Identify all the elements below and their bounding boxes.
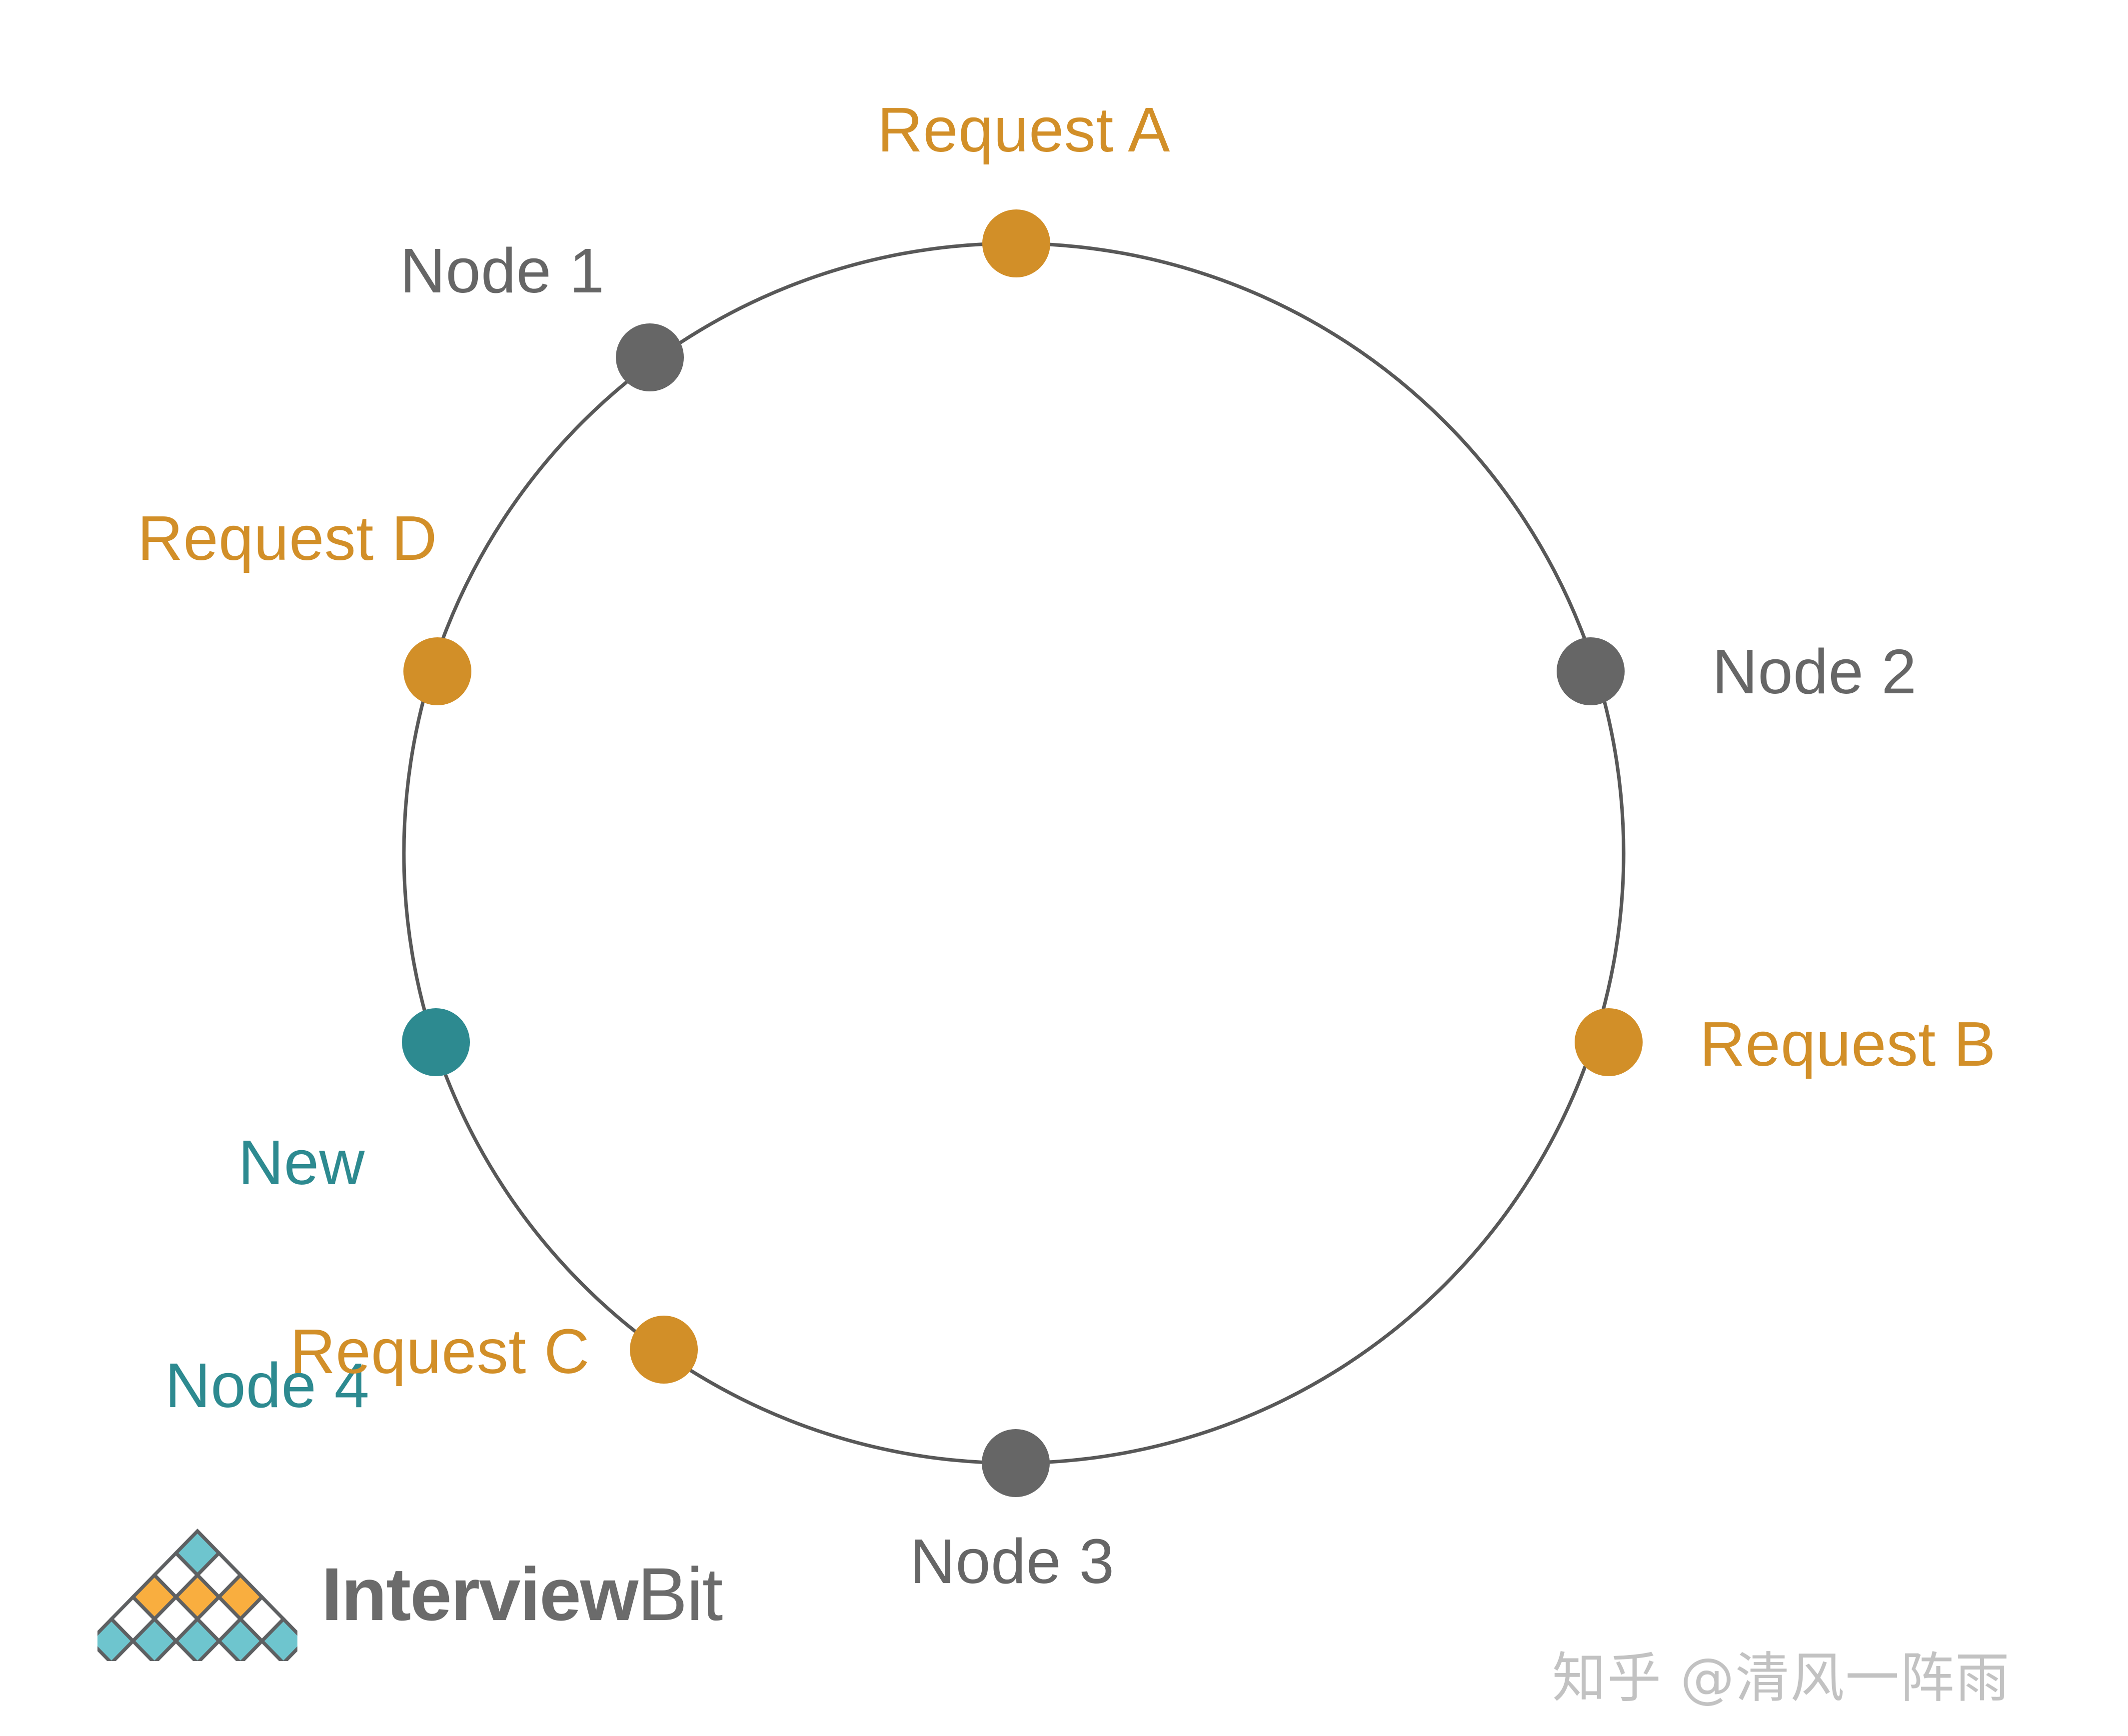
label-node-1: Node 1 <box>400 235 605 306</box>
logo-word-interview: Interview <box>321 1552 638 1636</box>
dot-request-d[interactable] <box>403 637 471 705</box>
dot-node-1[interactable] <box>616 323 684 391</box>
dot-node-2[interactable] <box>1557 637 1625 705</box>
label-request-c: Request C <box>290 1316 590 1387</box>
ring-circle <box>402 241 1626 1465</box>
label-new-node-4: New Node 4 <box>165 977 370 1572</box>
dot-node-3[interactable] <box>982 1429 1050 1497</box>
interviewbit-pyramid-icon <box>97 1528 297 1661</box>
label-new-node-4-line1: New <box>238 1127 365 1198</box>
label-node-3: Node 3 <box>910 1526 1115 1597</box>
interviewbit-logo: InterviewBit <box>97 1527 723 1661</box>
interviewbit-wordmark: InterviewBit <box>321 1557 723 1632</box>
logo-word-bit: Bit <box>637 1552 723 1636</box>
dot-request-a[interactable] <box>982 209 1050 277</box>
dot-request-c[interactable] <box>630 1316 698 1384</box>
zhihu-watermark: 知乎 @清风一阵雨 <box>1552 1647 2011 1710</box>
label-new-node-4-line2: Node 4 <box>165 1350 370 1421</box>
label-node-2: Node 2 <box>1712 636 1917 707</box>
label-request-d: Request D <box>137 503 437 573</box>
dot-new-node-4[interactable] <box>402 1008 470 1076</box>
label-request-a: Request A <box>877 94 1170 165</box>
label-request-b: Request B <box>1700 1009 1996 1079</box>
dot-request-b[interactable] <box>1575 1008 1643 1076</box>
